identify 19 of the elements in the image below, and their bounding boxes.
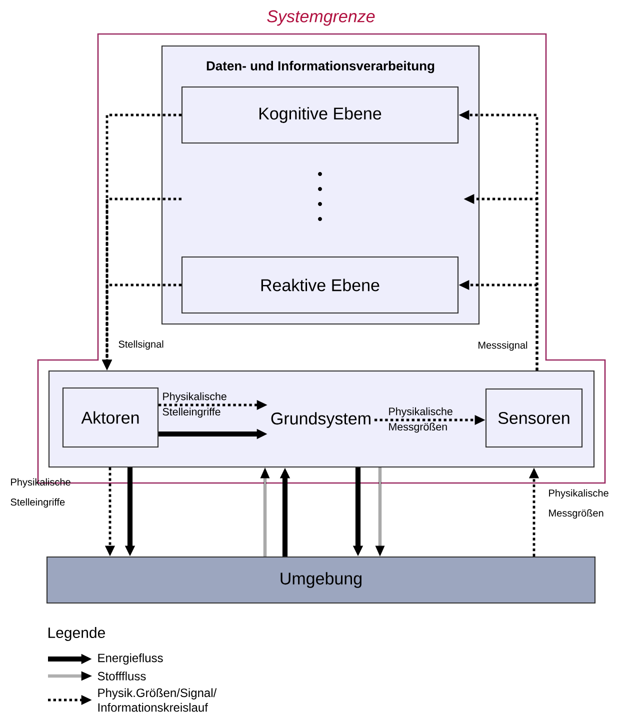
text-label: Legende: [48, 627, 105, 641]
level-box: Reaktive Ebene: [181, 256, 459, 314]
system-label: Grundsystem: [271, 412, 370, 428]
edge-label: Physikalische Messgrößen: [389, 407, 452, 433]
arrow: [260, 468, 270, 556]
legend-text: Stofffluss: [98, 672, 146, 680]
environment-box: Umgebung: [46, 556, 596, 604]
component-box: Sensoren: [485, 388, 583, 448]
level-box: Kognitive Ebene: [181, 86, 459, 144]
node-label: Systemgrenze: [267, 10, 375, 26]
text-label: Physikalische Messgrößen: [549, 489, 608, 519]
text-label: Stellsignal: [118, 340, 164, 350]
arrow: [375, 468, 385, 556]
edge-label: Physikalische Stelleingriffe: [162, 392, 226, 418]
text-label: Messsignal: [478, 341, 528, 351]
text-label: Physikalische Stelleingriffe: [10, 478, 70, 508]
legend-text: Physik.Größen/Signal/ Informationskreislauf: [98, 688, 217, 712]
legend-text: Energiefluss: [98, 653, 163, 665]
component-box: Aktoren: [62, 387, 159, 448]
